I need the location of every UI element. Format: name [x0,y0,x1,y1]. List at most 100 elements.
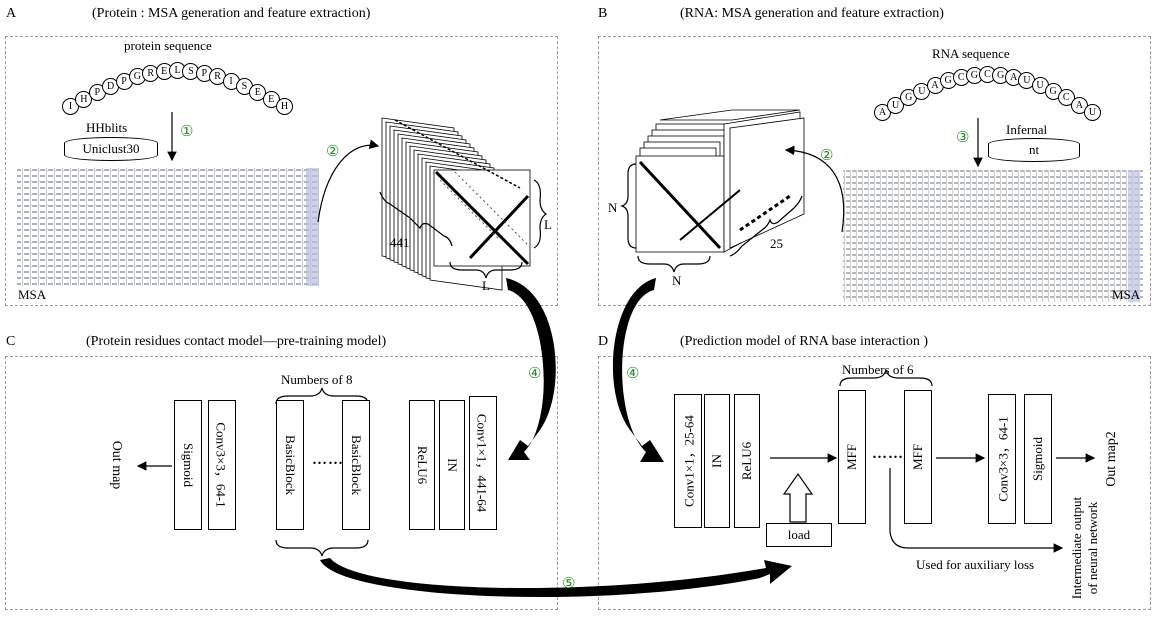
protein-feature-stack [381,117,531,291]
step2-badge-a: ② [326,144,340,160]
panel-a-label: A [6,6,17,21]
arrow-step4-protein [506,278,556,460]
d-load-label: load [787,527,811,542]
d-mff-a-label: MFF [844,443,859,471]
d-in-label: IN [709,454,724,468]
dim-25-label: 25 [770,236,783,251]
panel-a-frame [5,36,558,306]
rna-msa-label: MSA [1112,287,1141,302]
rna-residue: A [1005,68,1023,86]
d-relu6-label: ReLU6 [739,441,754,481]
arrow-aux-loss [889,468,1064,553]
d-repeat-dots: …… [872,446,904,462]
uniclust30-label: Uniclust30 [82,141,140,156]
c-outmap: Out map [104,430,128,500]
dim-L-bottom-label: L [482,278,490,293]
rna-residue: U [1031,77,1049,95]
step3-badge: ③ [956,130,970,146]
d-sigmoid-block: Sigmoid [1024,394,1052,524]
intermediate-output-line2: of neural network [1085,501,1100,595]
c-outmap-label: Out map [109,440,124,490]
c-conv-in-label: Conv1×1，441-64 [474,413,490,513]
intermediate-output-line1: Intermediate output [1069,496,1084,600]
c-basicblock-a-label: BasicBlock [283,435,298,495]
panel-b-title: (RNA: MSA generation and feature extract… [680,6,944,21]
d-conv-out-block: Conv3×3，64-1 [988,394,1016,524]
rna-residue: A [874,104,891,121]
numbers-of-6-label: Numbers of 6 [842,362,914,377]
c-repeat-dots: …… [312,452,344,468]
rna-msa-block [843,170,1143,302]
panel-d-frame [598,356,1151,610]
arrow-step5-transfer [320,558,792,598]
panel-c-title: (Protein residues contact model—pre-trai… [86,334,387,349]
intermediate-output: Intermediate output of neural network [1066,488,1104,608]
d-mff-b-label: MFF [910,443,925,471]
rna-sequence-label: RNA sequence [932,46,1010,61]
panel-b-label: B [598,6,608,21]
d-mff-a: MFF [838,390,866,524]
load-arrow [782,472,814,523]
c-basicblock-b-label: BasicBlock [349,435,364,495]
panel-a-title: (Protein : MSA generation and feature ex… [92,6,371,21]
step4-badge-d: ④ [626,366,640,382]
protein-residue: S [235,77,253,95]
d-conv-in-label: Conv1×1，25-64 [681,415,697,507]
brace-25 [729,195,803,257]
c-conv-out-block: Conv3×3，64-1 [208,400,236,530]
c-sigmoid-block: Sigmoid [174,400,202,530]
brace-441 [379,191,453,247]
brace-numbers-of-6 [839,369,933,387]
brace-L-side [533,179,548,249]
rna-residue: U [1084,104,1101,121]
step1-badge: ① [180,124,194,140]
c-sigmoid-label: Sigmoid [181,442,196,488]
protein-msa-block [17,168,319,286]
dim-L-side-label: L [544,217,552,232]
d-outmap2: Out map2 [1100,420,1124,498]
step4-badge-c: ④ [528,366,542,382]
panel-c-label: C [6,334,16,349]
d-outmap2-label: Out map2 [1104,431,1119,487]
c-conv-in-block: Conv1×1，441-64 [469,396,497,530]
dim-441-label: 441 [390,235,410,250]
brace-numbers-of-8 [275,387,369,405]
dim-N-side-label: N [608,200,618,215]
aux-loss-label: Used for auxiliary loss [916,557,1035,572]
c-relu6-block: ReLU6 [409,400,435,530]
rna-residue: A [926,77,944,95]
panel-d-label: D [598,334,609,349]
c-basicblock-a: BasicBlock [276,400,304,530]
protein-residue: G [128,68,146,86]
uniclust30-db: Uniclust30 [64,137,158,161]
d-in-block: IN [704,394,730,528]
rna-residue: U [887,96,905,114]
brace-N-bottom [637,255,711,273]
rna-residue: U [913,82,931,100]
protein-residue: I [62,98,79,115]
d-sigmoid-label: Sigmoid [1030,436,1045,482]
d-relu6-block: ReLU6 [734,394,760,528]
nt-label: nt [1028,142,1040,157]
arrow-step2-rna [784,145,845,233]
protein-residue: H [276,98,293,115]
c-basicblock-b: BasicBlock [342,400,370,530]
panel-d-title: (Prediction model of RNA base interactio… [680,334,929,349]
hhblits-label: HHblits [86,120,128,135]
d-conv-in-block: Conv1×1，25-64 [674,394,702,528]
brace-basicblock-bottom [275,539,369,557]
panel-b-frame [598,36,1151,306]
d-mff-b: MFF [904,390,932,524]
protein-residue: I [222,72,240,90]
c-in-block: IN [439,400,465,530]
rna-residue: U [1018,72,1036,90]
arrow-step4-rna [612,278,664,462]
step2-badge-b: ② [820,148,834,164]
panel-c-frame [5,356,558,610]
numbers-of-8-label: Numbers of 8 [281,372,353,387]
c-conv-out-label: Conv3×3，64-1 [213,422,229,508]
d-conv-out-label: Conv3×3，64-1 [995,416,1011,502]
brace-N-side [620,163,637,249]
protein-sequence-label: protein sequence [124,38,212,53]
